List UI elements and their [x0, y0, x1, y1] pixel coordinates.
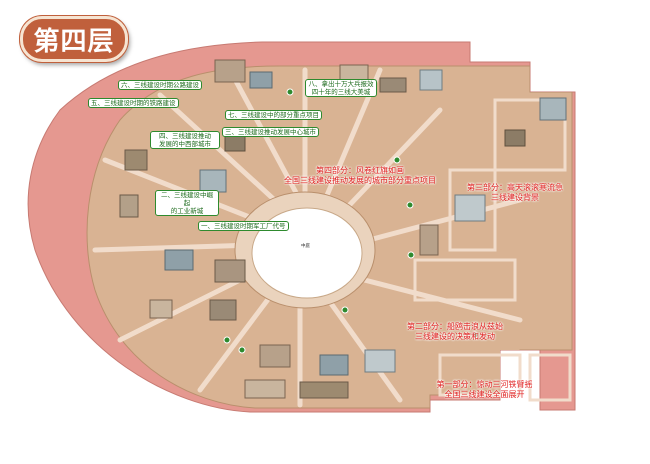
- section-label-part1: 第一部分：惊动三河铁臂摇 全国三线建设全面展开: [422, 380, 547, 399]
- section-label-part2-text: 第二部分：船鸥击浪从兹始 三线建设的决策和发动: [407, 322, 503, 341]
- floor-badge: 第四层: [20, 16, 128, 62]
- exhibit-label-4: 四、三线建设推动 发展的中西部城市: [150, 131, 220, 149]
- exhibit-label-5: 五、三线建设时期的铁路建设: [88, 98, 179, 108]
- section-label-part3: 第三部分：高天滚滚寒流急 三线建设背景: [455, 183, 575, 202]
- right-wing-rooms: [413, 98, 572, 402]
- exhibit-label-7: 七、三线建设中的部分重点项目: [225, 110, 322, 120]
- section-label-part1-text: 第一部分：惊动三河铁臂摇 全国三线建设全面展开: [436, 380, 533, 399]
- section-label-part3-text: 第三部分：高天滚滚寒流急 三线建设背景: [467, 183, 563, 202]
- section-label-part4-text: 第四部分：风卷红旗如画 全国三线建设推动发展的城市部分重点项目: [284, 166, 436, 185]
- section-label-part4: 第四部分：风卷红旗如画 全国三线建设推动发展的城市部分重点项目: [270, 166, 450, 185]
- exhibit-cases: [119, 59, 567, 399]
- exhibit-label-8: 八、拿出十万大兵报效 四十年的三线大美城: [305, 79, 377, 97]
- courtyard-label: 中庭: [301, 244, 310, 249]
- exhibit-label-6: 六、三线建设时期公路建设: [118, 80, 202, 90]
- exhibit-label-3: 三、三线建设推动发展中心城市: [222, 127, 319, 137]
- exhibit-label-1: 一、三线建设时期军工厂代号: [198, 221, 289, 231]
- floor-label: 第四层: [33, 26, 115, 57]
- section-label-part2: 第二部分：船鸥击浪从兹始 三线建设的决策和发动: [395, 322, 515, 341]
- exhibit-label-2: 二、三线建设中崛起 的工业新城: [155, 190, 219, 216]
